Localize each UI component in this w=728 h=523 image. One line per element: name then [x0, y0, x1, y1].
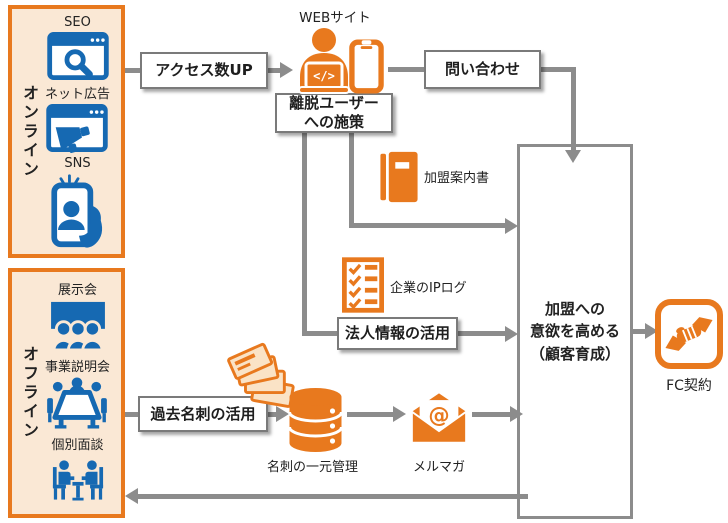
- meeting-table-icon: [46, 376, 108, 429]
- ip-log-label: 企業のIPログ: [390, 281, 467, 296]
- exhibition-label: 展示会: [57, 283, 97, 299]
- handshake-icon: [664, 317, 714, 351]
- presentation-icon: [47, 300, 109, 352]
- connector-website-inquiry: [388, 67, 424, 72]
- guidebook-icon: [378, 151, 420, 203]
- online-item-net-ads: ネット広告: [44, 83, 110, 153]
- corporate-info-label: 法人情報の活用: [344, 324, 450, 343]
- online-channel-label: オンライン: [20, 84, 39, 179]
- interview-label: 個別面談: [51, 437, 104, 453]
- goal-line2: 意欲を高める: [529, 322, 620, 341]
- arrowhead-to-website: [280, 62, 293, 78]
- connector-mail-goal: [472, 412, 512, 417]
- database-icon: [287, 386, 344, 454]
- connector-exit-down-right: [349, 133, 354, 228]
- exit-users-line2: への施策: [303, 113, 364, 131]
- past-cards-box: 過去名刺の活用: [138, 396, 268, 432]
- connector-offline-pastcards: [125, 412, 140, 417]
- offline-channel-items: 展示会 事業説明会: [36, 274, 119, 512]
- ip-log-checklist-icon: [342, 257, 384, 313]
- arrowhead-return-offline: [125, 488, 138, 504]
- offline-channel-label: オフライン: [20, 345, 39, 441]
- arrowhead-into-goal-top: [565, 150, 581, 163]
- arrowhead-guidebook-goal: [505, 218, 518, 234]
- card-mgmt-label: 名刺の一元管理: [266, 460, 358, 475]
- connector-guidebook-goal: [349, 223, 507, 228]
- connector-exit-down-left: [302, 133, 307, 336]
- smartphone-icon: [349, 39, 384, 94]
- browser-search-icon: [46, 31, 109, 80]
- online-item-sns: SNS: [49, 156, 107, 249]
- sns-label: SNS: [64, 155, 91, 171]
- interview-icon: [48, 455, 108, 507]
- goal-box: 加盟への 意欲を高める （顧客育成）: [517, 144, 633, 519]
- corporate-info-box: 法人情報の活用: [337, 317, 458, 350]
- inquiry-label: 問い合わせ: [444, 60, 520, 79]
- connector-inquiry-down: [571, 67, 576, 152]
- seo-label: SEO: [64, 14, 91, 30]
- website-label: WEBサイト: [299, 10, 371, 26]
- person-laptop-icon: </>: [286, 26, 362, 94]
- goal-text: 加盟への 意欲を高める （顧客育成）: [530, 298, 620, 366]
- fc-contract-box: [655, 299, 723, 369]
- mailmag-label: メルマガ: [412, 460, 465, 475]
- online-channel-box: オンライン SEO ネット広告: [8, 5, 125, 258]
- arrowhead-to-db: [276, 406, 289, 422]
- briefing-label: 事業説明会: [44, 359, 110, 375]
- online-item-seo: SEO: [46, 14, 109, 80]
- inquiry-box: 問い合わせ: [424, 50, 541, 89]
- online-channel-items: SEO ネット広告: [36, 11, 119, 252]
- arrowhead-to-mail: [393, 406, 406, 422]
- connector-inquiry-right: [541, 67, 576, 72]
- access-up-box: アクセス数UP: [140, 52, 268, 89]
- mail-magazine-icon: @: [408, 390, 470, 447]
- connector-online-accessup: [125, 68, 143, 73]
- exit-users-box: 離脱ユーザー への施策: [275, 93, 393, 133]
- fc-label: FC契約: [666, 378, 712, 394]
- connector-goal-return-offline: [138, 494, 528, 499]
- guidebook-label: 加盟案内書: [424, 171, 490, 186]
- past-cards-label: 過去名刺の活用: [150, 404, 256, 423]
- svg-text:@: @: [428, 403, 449, 428]
- browser-megaphone-icon: [46, 104, 109, 153]
- connector-pastcards-db: [268, 412, 278, 417]
- goal-line3: （顧客育成）: [529, 344, 620, 363]
- offline-item-interview: 個別面談: [48, 434, 108, 507]
- arrowhead-mail-goal: [510, 406, 523, 422]
- offline-item-briefing: 事業説明会: [45, 356, 110, 429]
- arrowhead-corporate-goal: [505, 326, 518, 342]
- connector-db-mail: [347, 412, 395, 417]
- business-cards-icon: [226, 342, 298, 412]
- arrowhead-goal-fc: [645, 323, 658, 339]
- exit-users-line1: 離脱ユーザー: [289, 94, 379, 113]
- net-ads-label: ネット広告: [44, 87, 110, 102]
- sns-phone-icon: [49, 173, 107, 249]
- connector-accessup-website: [268, 68, 282, 73]
- access-up-label: アクセス数UP: [155, 61, 253, 80]
- offline-item-exhibition: 展示会: [47, 279, 109, 352]
- svg-text:</>: </>: [313, 69, 335, 83]
- goal-line1: 加盟への: [544, 299, 605, 318]
- connector-goal-fc: [633, 329, 647, 334]
- offline-channel-box: オフライン 展示会 事業説明会: [8, 268, 125, 518]
